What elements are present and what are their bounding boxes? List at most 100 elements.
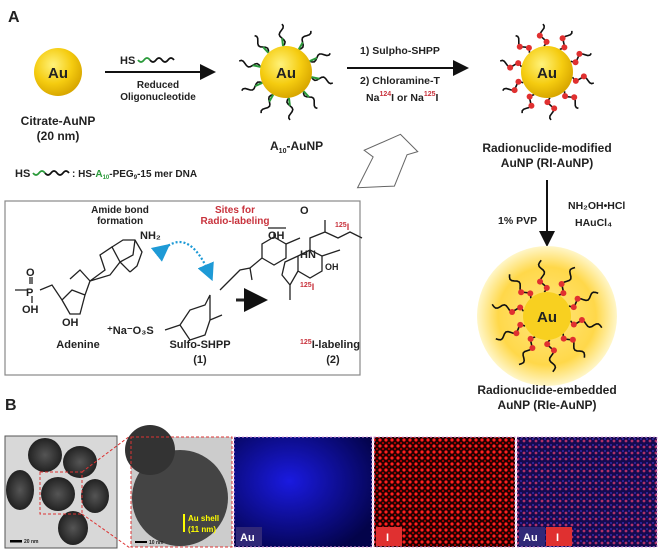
- radioiodine-dot: [544, 99, 551, 106]
- radioiodine-dot: [511, 87, 518, 94]
- au-core-label: Au: [537, 65, 557, 82]
- a10-spacer: [254, 81, 263, 88]
- a10-aunp-label: A10-AuNP: [270, 139, 323, 155]
- a10-spacer: [252, 64, 261, 68]
- radioiodine-dot: [574, 295, 581, 302]
- radioiodine-dot: [513, 330, 520, 337]
- atom-o: O: [300, 205, 309, 217]
- atom-p: P: [26, 287, 33, 299]
- sites-label-1: Sites for: [215, 205, 255, 216]
- au-core-label: Au: [48, 65, 68, 82]
- radioiodine-dot: [561, 44, 568, 51]
- dna-strand: [254, 34, 270, 53]
- ri-core: [521, 46, 573, 98]
- radioiodine-dot: [525, 44, 532, 51]
- rie-aunp-strands: [491, 259, 603, 373]
- radioiodine-dot: [526, 93, 533, 100]
- a10-core: [260, 46, 312, 98]
- dna-strand: [238, 59, 262, 68]
- au-shell-thickness: (11 nm): [188, 525, 216, 534]
- sulfo-shpp-label: Sulfo-SHPP: [169, 339, 230, 351]
- ri-aunp-label-2: AuNP (RI-AuNP): [501, 156, 593, 170]
- radioiodine-dot: [562, 93, 569, 100]
- overlay-au-label: Au: [523, 532, 538, 544]
- radioiodine-dot: [558, 281, 565, 288]
- ri-aunp-particle: [499, 23, 595, 121]
- radioiodine-dot: [569, 336, 576, 343]
- au-core-label: Au: [276, 65, 296, 82]
- atom-oh: OH: [62, 317, 79, 329]
- labeling-number: (2): [326, 354, 340, 366]
- radioiodine-dot: [560, 290, 567, 297]
- radioiodine-dot: [536, 32, 543, 39]
- a10-spacer: [287, 97, 291, 106]
- dna-strand-icon: [137, 57, 151, 63]
- step1-line1: Reduced: [137, 80, 179, 91]
- radioiodine-dot: [559, 35, 566, 42]
- rie-core: [523, 292, 571, 340]
- chem-atoms: NH₂ O P OH OH OH ⁺Na⁻O₃S HN O 125I OH 12…: [22, 205, 349, 337]
- radioiodine-dot: [527, 335, 534, 342]
- step2-isotopes: Na124I or Na125I: [366, 91, 439, 104]
- iodine-top: 125I: [335, 222, 349, 232]
- radioiodine-dot: [517, 321, 524, 328]
- radioiodine-dot: [580, 73, 587, 80]
- radioiodine-dot: [578, 317, 585, 324]
- radioiodine-dot: [515, 60, 522, 67]
- panel-b-label: B: [5, 397, 17, 414]
- radioiodine-dot: [572, 77, 579, 84]
- radioiodine-dot: [517, 304, 524, 311]
- haucl4-label: HAuCl₄: [575, 217, 612, 229]
- atom-oh: OH: [22, 304, 39, 316]
- a10-spacer: [309, 56, 318, 63]
- ri-aunp-label-1: Radionuclide-modified: [482, 141, 611, 155]
- nh2oh-label: NH₂OH•HCl: [568, 200, 625, 212]
- chemistry-box: [4, 200, 361, 376]
- radioiodine-dot: [576, 50, 583, 57]
- rie-aunp-label-1: Radionuclide-embedded: [477, 383, 616, 397]
- scale-bar-10nm: 10 nm: [149, 540, 164, 546]
- radioiodine-dot: [570, 304, 577, 311]
- radioiodine-dot: [571, 94, 578, 101]
- pvp-label: 1% PVP: [498, 215, 537, 227]
- tem-image-zoom: [125, 425, 233, 548]
- hs-reagent-label: HS: [120, 55, 135, 67]
- au-map-tag: [236, 527, 262, 546]
- dna-strand: [310, 76, 334, 85]
- overlay-i-tag: [546, 527, 572, 546]
- atom-nh2: NH₂: [140, 230, 161, 242]
- radioiodine-dot: [551, 105, 558, 112]
- dna-strand-icon: [32, 170, 46, 176]
- radioiodine-dot: [527, 290, 534, 297]
- radioiodine-dot: [516, 43, 523, 50]
- i-map-label: I: [386, 532, 389, 544]
- radioiodine-dot: [509, 308, 516, 315]
- labeling-label: 125I-labeling: [300, 339, 360, 351]
- tem-image-overview: [4, 435, 118, 549]
- panel-a-label: A: [8, 9, 20, 26]
- a10-spacer: [281, 38, 285, 47]
- dna-strand: [286, 97, 294, 121]
- a10-spacer: [268, 94, 275, 103]
- citrate-aunp-label: Citrate-AuNP: [21, 114, 96, 128]
- amide-bond-arrow: [150, 241, 214, 282]
- scale-bar-20nm: 20 nm: [24, 539, 39, 545]
- radioiodine-dot: [550, 347, 557, 354]
- zoom-in-arrow-icon: [356, 133, 419, 189]
- radioiodine-dot: [529, 344, 536, 351]
- dna-strand: [260, 93, 274, 114]
- atom-hn: HN: [300, 249, 316, 261]
- step2-line1: 1) Sulpho-SHPP: [360, 45, 440, 57]
- a10-spacer: [302, 90, 310, 98]
- sites-label-2: Radio-labeling: [201, 216, 270, 227]
- dna-strand-tail: [149, 57, 175, 63]
- au-map-label: Au: [240, 532, 255, 544]
- legend-hs: HS: [15, 168, 30, 180]
- radioiodine-dot: [507, 64, 514, 71]
- dna-strand: [278, 23, 286, 47]
- radioiodine-dot: [528, 102, 535, 109]
- radioiodine-dot: [572, 59, 579, 66]
- au-core-label: Au: [537, 309, 557, 326]
- sulfo-shpp-number: (1): [193, 354, 207, 366]
